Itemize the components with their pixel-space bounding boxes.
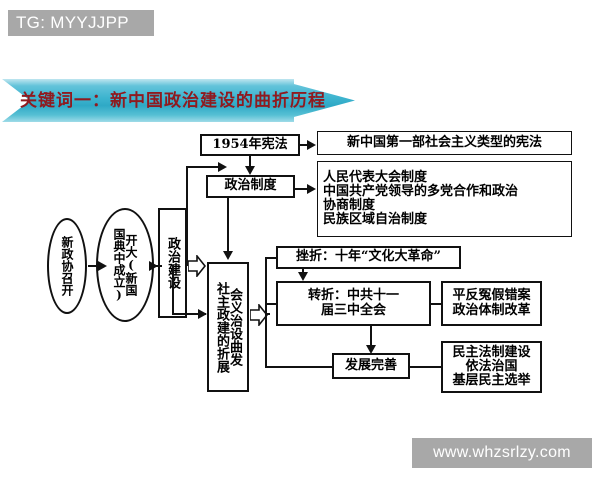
political-system-item: 民族区域自治制度 xyxy=(323,212,428,228)
node-rehabilitation-items: 平反冤假错案 政治体制改革 xyxy=(441,281,542,326)
political-system-item: 中国共产党领导的多党合作和政治 xyxy=(323,183,519,199)
arrowhead-system-to-items xyxy=(307,184,316,194)
development-item: 依法治国 xyxy=(465,358,518,374)
arrowhead-system-to-tortuous xyxy=(223,251,233,260)
node-founding-ceremony: 国典中成立) 开大(新国 xyxy=(96,208,154,322)
arrowhead-trunk-to-political-system xyxy=(218,162,227,172)
node-tortuous-development-label-right: 社主政建的折展 xyxy=(214,281,229,373)
arrowhead-constitution-to-system xyxy=(245,166,255,175)
node-new-cppcc-label: 新政协召开 xyxy=(60,236,74,296)
node-turning-point: 转折：中共十一 届三中全会 xyxy=(276,281,431,326)
arrowhead-cppcc-to-founding xyxy=(98,261,107,271)
node-turning-point-line2: 届三中全会 xyxy=(320,302,386,318)
arrowhead-turning-point-to-development xyxy=(366,345,376,354)
node-political-system-label: 政治制度 xyxy=(224,178,277,194)
connector-setback-to-turning-point xyxy=(302,269,304,274)
political-system-item: 人民代表大会制度 xyxy=(323,169,428,185)
connector-constitution-to-result xyxy=(300,144,313,146)
node-setback-label: 挫折：十年“文化大革命” xyxy=(296,249,441,265)
node-political-construction-label: 政治建设 xyxy=(165,237,180,289)
connector-development-to-items xyxy=(410,366,443,368)
connector-cppcc-to-founding xyxy=(88,265,100,267)
connector-turning-point-to-development xyxy=(370,326,372,348)
watermark-top-left: TG: MYYJJPP xyxy=(8,10,154,36)
arrowhead-setback-to-turning-point xyxy=(298,272,308,281)
node-setback: 挫折：十年“文化大革命” xyxy=(276,246,461,269)
node-tortuous-development-label-left: 会义治设曲发 xyxy=(227,288,242,366)
node-founding-ceremony-label-right: 国典中成立) xyxy=(112,228,126,302)
connector-construction-trunk-up xyxy=(186,166,188,266)
connector-system-to-tortuous xyxy=(227,198,229,253)
node-new-cppcc: 新政协召开 xyxy=(47,218,87,314)
node-constitution-1954-label: 1954年宪法 xyxy=(212,136,288,152)
node-constitution-1954: 1954年宪法 xyxy=(200,134,300,156)
rehabilitation-item: 政治体制改革 xyxy=(452,302,531,318)
connector-trunk-to-development xyxy=(265,366,334,368)
arrowhead-left-return xyxy=(198,309,207,319)
rehabilitation-item: 平反冤假错案 xyxy=(452,288,531,304)
node-constitution-result: 新中国第一部社会主义类型的宪法 xyxy=(317,131,572,155)
connector-right-trunk xyxy=(265,257,267,367)
connector-system-to-items xyxy=(295,188,313,190)
node-development-perfection: 发展完善 xyxy=(332,353,410,379)
node-development-items: 民主法制建设 依法治国 基层民主选举 xyxy=(441,341,542,393)
node-constitution-result-label: 新中国第一部社会主义类型的宪法 xyxy=(346,134,542,150)
arrowhead-founding-to-construction xyxy=(149,261,158,271)
connector-trunk-joint xyxy=(265,313,270,315)
node-tortuous-development: 社主政建的折展 会义治设曲发 xyxy=(207,262,249,392)
node-political-system-items: 人民代表大会制度 中国共产党领导的多党合作和政治 协商制度 民族区域自治制度 xyxy=(317,161,572,237)
node-turning-point-line1: 转折：中共十一 xyxy=(307,288,399,304)
node-political-system: 政治制度 xyxy=(206,175,295,198)
connector-trunk-to-setback xyxy=(265,257,278,259)
connector-constitution-to-system xyxy=(249,156,251,169)
connector-trunk-to-turning-point xyxy=(265,303,278,305)
blockarrow-tortuous-to-branches xyxy=(250,304,268,326)
banner-title: 关键词一：新中国政治建设的曲折历程 xyxy=(20,91,326,111)
connector-turning-point-to-rehabilitation xyxy=(431,303,443,305)
development-item: 民主法制建设 xyxy=(452,344,531,360)
connector-left-return-horizontal xyxy=(172,313,206,315)
connector-left-return-vertical xyxy=(172,265,174,315)
blockarrow-construction-to-tortuous xyxy=(188,255,206,277)
development-item: 基层民主选举 xyxy=(452,373,531,389)
connector-trunk-to-political-system xyxy=(186,166,224,168)
node-founding-ceremony-label-left: 开大(新国 xyxy=(124,234,138,296)
arrowhead-constitution-to-result xyxy=(307,140,316,150)
political-system-item: 协商制度 xyxy=(323,198,376,213)
banner-arrow-shape xyxy=(2,79,355,122)
watermark-bottom-right: www.whzsrlzy.com xyxy=(412,438,592,468)
node-development-perfection-label: 发展完善 xyxy=(344,357,397,373)
